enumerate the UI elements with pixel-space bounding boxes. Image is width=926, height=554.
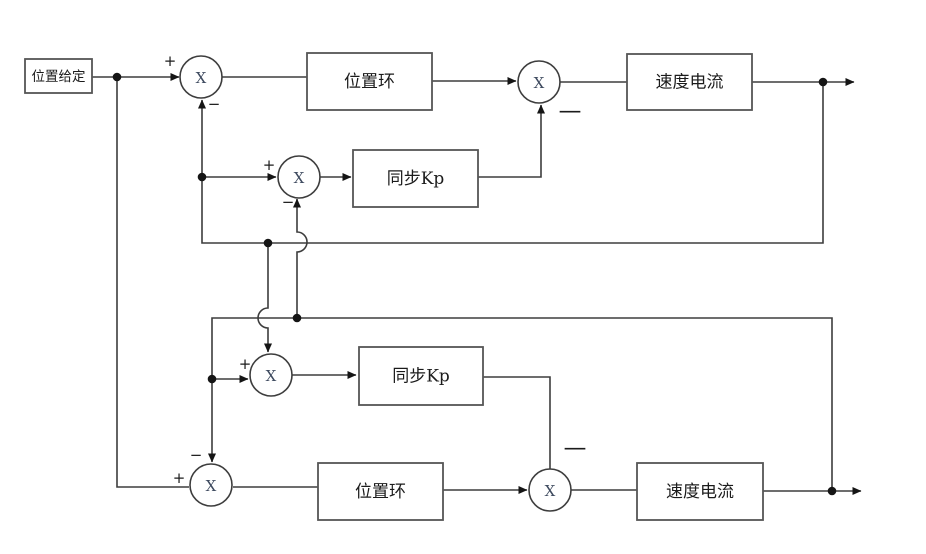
block-position-loop-top: 位置环 [306,52,433,111]
wire-cross-feedback-down [257,243,272,353]
sign-minus-sum3: − [282,193,295,211]
sign-plus-sum4: + [239,355,252,373]
sign-minus-sum5: − [190,446,203,464]
wire-setpoint-to-sum5 [116,77,189,488]
block-position-loop-bottom: 位置环 [317,462,444,521]
node-dot-feedback-branch-lower [207,374,217,384]
block-speed-current-bottom-box [636,462,764,521]
blocks: 位置给定 位置环 速度电流 同步Kp 同步Kp 位置环 速度电流 [24,52,764,521]
block-speed-current-bottom: 速度电流 [636,462,764,521]
node-dot-cross-b [292,313,302,323]
block-sync-kp-bottom-label: 同步Kp [392,367,450,387]
sum-junction-2-symbol: X [534,74,545,92]
sign-plus-sum5: + [173,469,186,487]
sum-junction-5-symbol: X [206,477,217,495]
block-sync-kp-top-label: 同步Kp [387,169,445,189]
sum-junction-6-circle [528,468,572,512]
block-position-loop-top-box [306,52,433,111]
node-dot-output-bottom [827,486,837,496]
node-dot-output-top [818,77,828,87]
sum-junction-2: X [517,60,561,104]
sum-junction-5: X [189,463,233,507]
block-position-setpoint: 位置给定 [24,58,93,94]
sign-minus-sum6: — [564,435,587,461]
sum-junction-6: X [528,468,572,512]
node-dot-feedback-branch-upper [197,172,207,182]
sum-junction-3-symbol: X [294,169,305,187]
summing-junctions: X X X X X X [179,55,572,512]
block-sync-kp-bottom: 同步Kp [358,346,484,406]
sum-junction-5-circle [189,463,233,507]
sum-junction-4-circle [249,353,293,397]
wire-bottom-feedback [208,317,833,491]
block-position-loop-bottom-label: 位置环 [355,482,406,502]
block-sync-kp-top: 同步Kp [352,149,479,208]
block-position-setpoint-box [24,58,93,94]
wire-cross-feedback-up [293,198,308,318]
sum-junction-3-circle [277,155,321,199]
sign-minus-sum2: — [559,98,582,124]
connection-dots [112,72,837,496]
signs: + − + − — + − + — [164,52,587,487]
sign-plus-sum1: + [164,52,177,70]
block-position-loop-bottom-box [317,462,444,521]
block-position-loop-top-label: 位置环 [344,72,395,92]
wire-sync-kp-bottom-to-sum6 [483,376,551,469]
block-position-setpoint-label: 位置给定 [32,69,86,85]
sum-junction-3: X [277,155,321,199]
block-speed-current-top: 速度电流 [626,53,753,111]
node-dot-setpoint-branch [112,72,122,82]
wires [92,73,862,495]
sum-junction-1-symbol: X [196,69,207,87]
block-speed-current-bottom-label: 速度电流 [666,482,734,502]
node-dot-cross-a [263,238,273,248]
sign-minus-sum1: − [208,95,221,113]
block-sync-kp-top-box [352,149,479,208]
sum-junction-2-circle [517,60,561,104]
wire-sync-kp-top-to-sum2 [478,104,545,178]
block-speed-current-top-label: 速度电流 [656,73,724,93]
sum-junction-4: X [249,353,293,397]
sum-junction-4-symbol: X [266,367,277,385]
sign-plus-sum3: + [263,156,276,174]
block-sync-kp-bottom-box [358,346,484,406]
sum-junction-1-circle [179,55,223,99]
wire-top-feedback [198,82,824,244]
sum-junction-1: X [179,55,223,99]
block-speed-current-top-box [626,53,753,111]
sum-junction-6-symbol: X [545,482,556,500]
